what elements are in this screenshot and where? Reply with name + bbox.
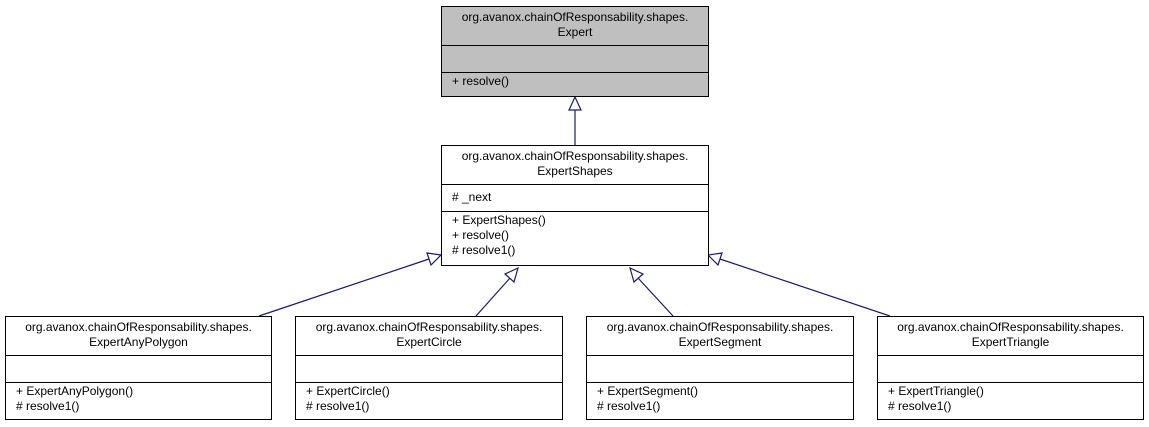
- class-package: org.avanox.chainOfResponsability.shapes.: [315, 320, 543, 334]
- class-operations: + ExpertShapes() + resolve() # resolve1(…: [442, 212, 708, 258]
- class-name: org.avanox.chainOfResponsability.shapes.…: [442, 146, 708, 185]
- class-name: org.avanox.chainOfResponsability.shapes.…: [6, 317, 271, 356]
- class-attributes: [296, 356, 562, 383]
- class-package: org.avanox.chainOfResponsability.shapes.: [25, 320, 252, 334]
- class-expertshapes[interactable]: org.avanox.chainOfResponsability.shapes.…: [441, 145, 709, 266]
- class-attributes: [442, 46, 708, 73]
- operation: + ExpertCircle(): [306, 384, 390, 398]
- class-name: org.avanox.chainOfResponsability.shapes.…: [442, 7, 708, 46]
- operation: # resolve1(): [16, 399, 80, 413]
- class-package: org.avanox.chainOfResponsability.shapes.: [461, 149, 689, 163]
- class-package: org.avanox.chainOfResponsability.shapes.: [606, 320, 834, 334]
- class-experttriangle[interactable]: org.avanox.chainOfResponsability.shapes.…: [877, 316, 1144, 420]
- operation: + ExpertShapes(): [452, 213, 546, 227]
- generalization-arrowhead: [629, 266, 645, 284]
- class-name: org.avanox.chainOfResponsability.shapes.…: [587, 317, 853, 356]
- class-attributes: [587, 356, 853, 383]
- class-attributes: [6, 356, 271, 383]
- operation: + resolve(): [452, 74, 510, 88]
- class-name: org.avanox.chainOfResponsability.shapes.…: [878, 317, 1143, 356]
- edge-expertsegment-to-expertshapes: [637, 277, 674, 317]
- operation: + ExpertSegment(): [597, 384, 699, 398]
- generalization-arrowhead: [426, 252, 443, 267]
- operation: + ExpertAnyPolygon(): [16, 384, 134, 398]
- class-expertsegment[interactable]: org.avanox.chainOfResponsability.shapes.…: [586, 316, 854, 420]
- class-title: ExpertShapes: [537, 164, 613, 178]
- class-operations: + resolve(): [442, 73, 708, 89]
- class-attributes: [878, 356, 1143, 383]
- class-operations: + ExpertAnyPolygon() # resolve1(): [6, 383, 271, 414]
- class-expertcircle[interactable]: org.avanox.chainOfResponsability.shapes.…: [295, 316, 563, 420]
- class-title: Expert: [557, 25, 593, 39]
- class-operations: + ExpertTriangle() # resolve1(): [878, 383, 1143, 414]
- operation: + ExpertTriangle(): [888, 384, 984, 398]
- class-operations: + ExpertSegment() # resolve1(): [587, 383, 853, 414]
- attribute: # _next: [452, 190, 492, 204]
- class-title: ExpertSegment: [678, 335, 762, 349]
- class-title: ExpertAnyPolygon: [89, 335, 188, 349]
- class-package: org.avanox.chainOfResponsability.shapes.: [897, 320, 1124, 334]
- operation: # resolve1(): [888, 399, 952, 413]
- class-expert[interactable]: org.avanox.chainOfResponsability.shapes.…: [441, 6, 709, 97]
- operation: # resolve1(): [452, 243, 516, 257]
- class-attributes: # _next: [442, 185, 708, 212]
- class-package: org.avanox.chainOfResponsability.shapes.: [461, 10, 689, 24]
- class-title: ExpertTriangle: [971, 335, 1050, 349]
- edge-experttriangle-to-expertshapes: [719, 258, 891, 317]
- class-title: ExpertCircle: [396, 335, 462, 349]
- class-expertanypolygon[interactable]: org.avanox.chainOfResponsability.shapes.…: [5, 316, 272, 420]
- operation: # resolve1(): [306, 399, 370, 413]
- operation: + resolve(): [452, 228, 510, 242]
- class-operations: + ExpertCircle() # resolve1(): [296, 383, 562, 414]
- generalization-arrowhead: [706, 252, 723, 267]
- generalization-arrowhead: [503, 266, 519, 284]
- generalization-arrowhead: [568, 95, 582, 111]
- edge-expertcircle-to-expertshapes: [475, 277, 511, 317]
- edge-expertanypolygon-to-expertshapes: [258, 258, 430, 317]
- class-name: org.avanox.chainOfResponsability.shapes.…: [296, 317, 562, 356]
- operation: # resolve1(): [597, 399, 661, 413]
